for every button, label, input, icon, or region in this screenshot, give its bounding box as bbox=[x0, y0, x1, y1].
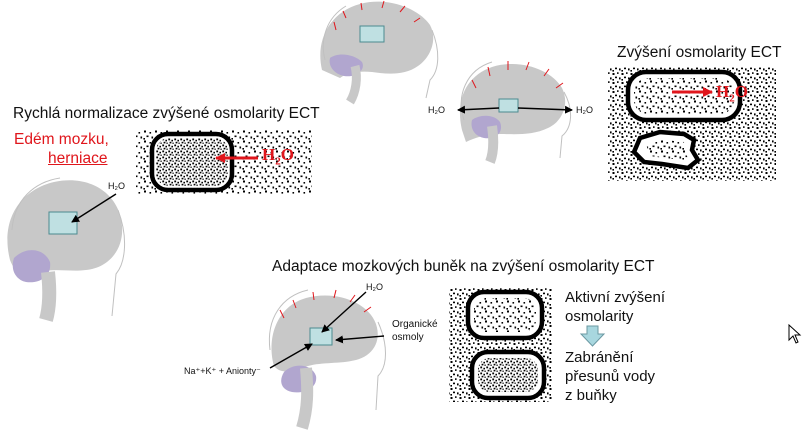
extracellular-box-left bbox=[136, 130, 312, 194]
brain-head-middle bbox=[457, 61, 573, 164]
ions-label: Na⁺+K⁺ + Anionty⁻ bbox=[184, 366, 261, 376]
extracellular-box-top-right bbox=[608, 67, 776, 181]
active-increase-label: Aktivní zvýšení osmolarity bbox=[565, 289, 666, 325]
water-label-left: H2O bbox=[262, 145, 294, 168]
edema-label: Edém mozku, bbox=[14, 131, 109, 148]
top-right-title: Zvýšení osmolarity ECT bbox=[617, 44, 782, 61]
h2o-label-mid-right: H₂O bbox=[576, 105, 593, 115]
organic-osmoles-label: Organické osmoly bbox=[392, 319, 438, 343]
mouse-cursor-icon bbox=[788, 323, 802, 344]
water-label-top-right: H2O bbox=[716, 82, 748, 105]
bottom-title: Adaptace mozkových buněk na zvýšení osmo… bbox=[272, 258, 655, 275]
brain-head-top bbox=[320, 0, 439, 105]
left-title: Rychlá normalizace zvýšené osmolarity EC… bbox=[13, 105, 320, 122]
h2o-label-left: H₂O bbox=[108, 181, 125, 191]
brain-head-bottom bbox=[268, 289, 386, 430]
down-arrow-icon bbox=[579, 325, 606, 347]
prevent-water-shift-label: Zabránění přesunů vody z buňky bbox=[565, 349, 656, 404]
extracellular-box-bottom bbox=[449, 288, 606, 402]
brain-head-left bbox=[7, 177, 126, 322]
h2o-label-bottom: H₂O bbox=[366, 282, 383, 292]
herniation-label: herniace bbox=[48, 150, 108, 167]
h2o-label-mid-left: H₂O bbox=[428, 105, 445, 115]
